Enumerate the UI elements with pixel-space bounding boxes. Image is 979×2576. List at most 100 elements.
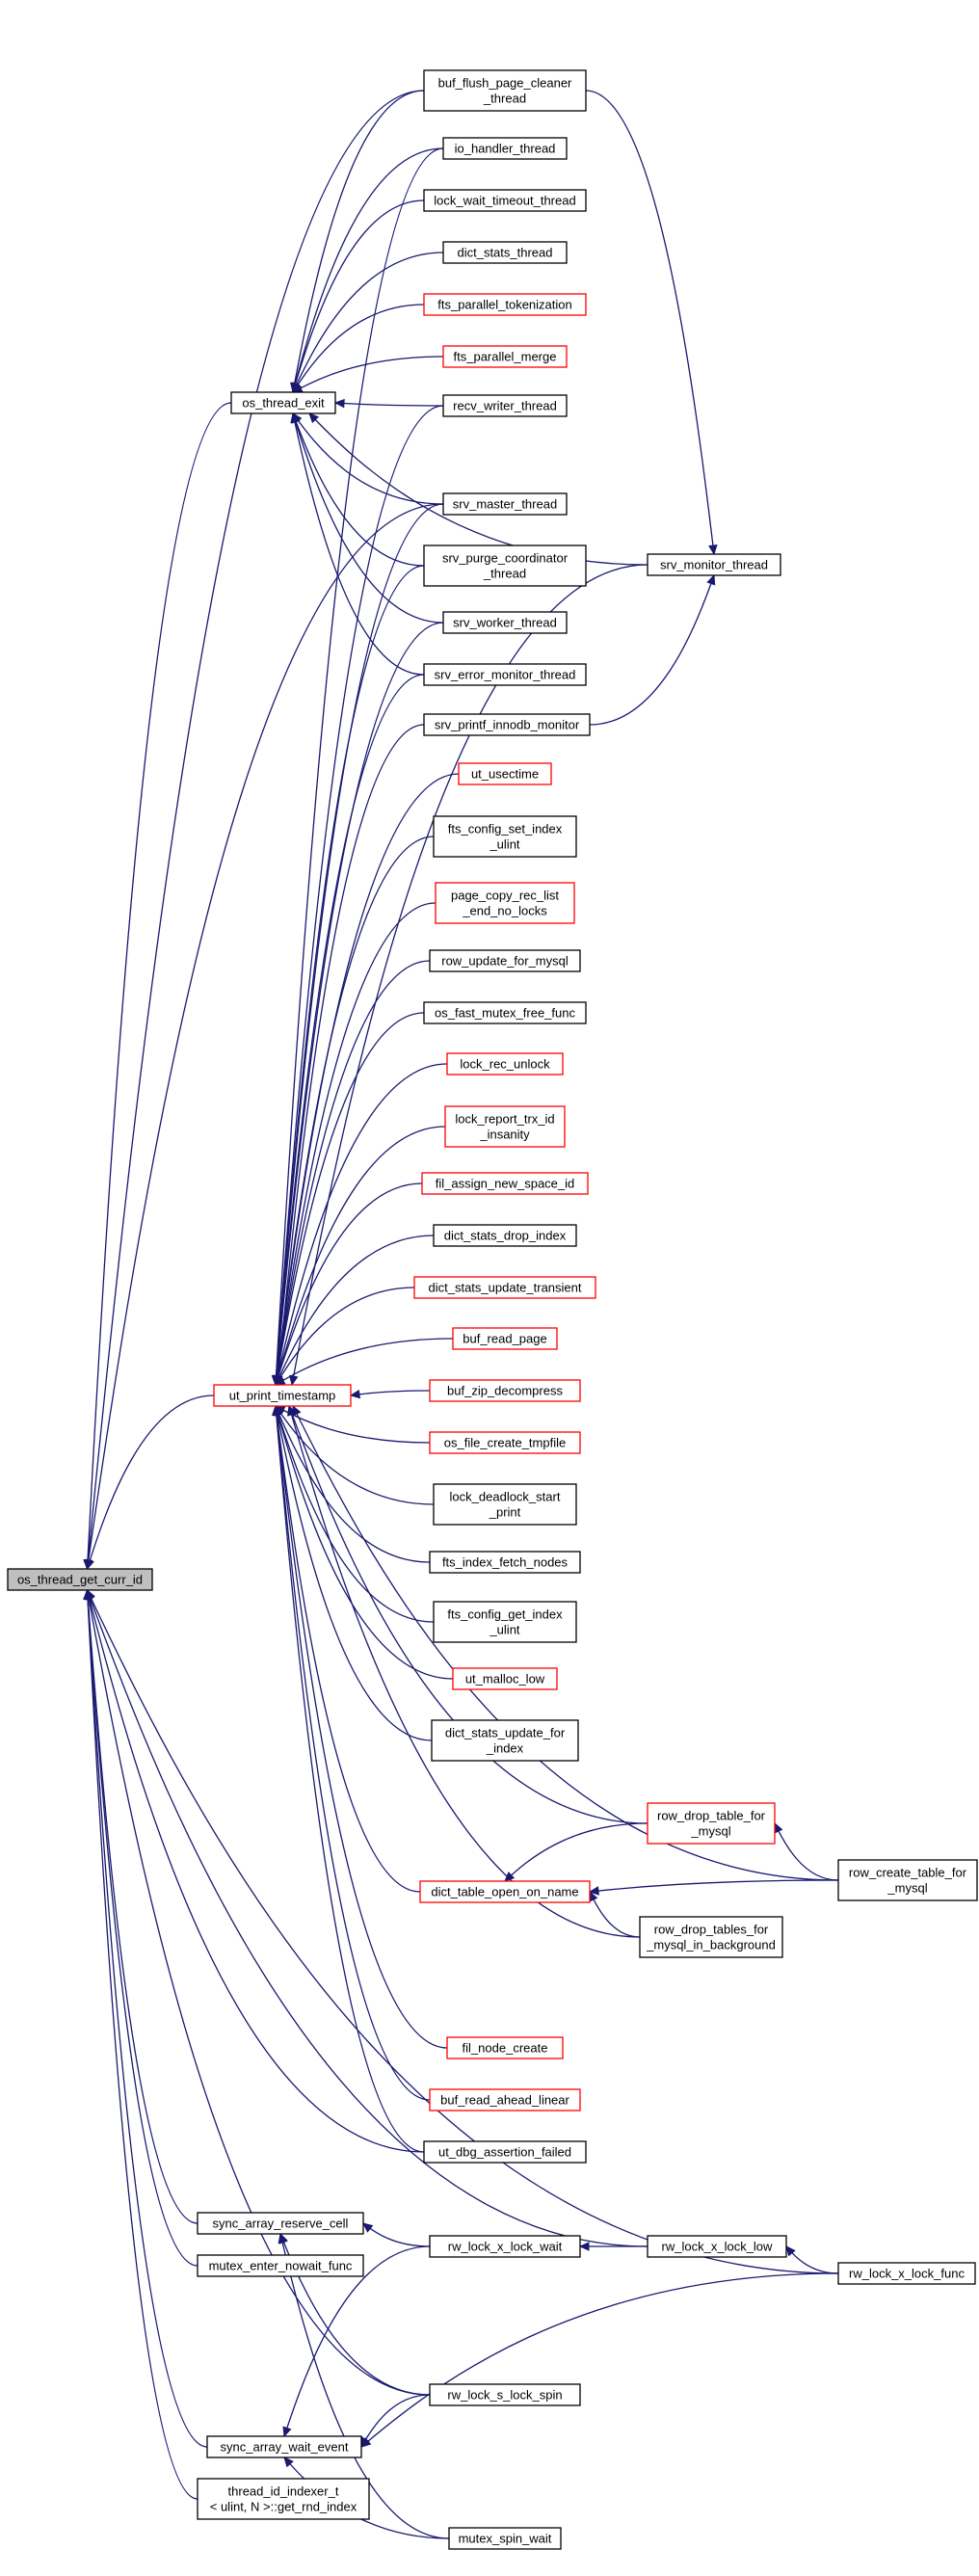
node-box: [429, 1551, 581, 1574]
arrowhead-rwxl-to-rwxw: [578, 2242, 590, 2251]
node-label: _mysql: [690, 1824, 730, 1839]
arrowhead-bzd-to-upt: [349, 1389, 361, 1399]
node-dton[interactable]: dict_table_open_on_name: [419, 1880, 591, 1903]
node-rwt[interactable]: recv_writer_thread: [442, 394, 568, 417]
node-pcrl[interactable]: page_copy_rec_list_end_no_locks: [435, 882, 575, 924]
node-box: [230, 391, 336, 414]
node-ldsp[interactable]: lock_deadlock_start_print: [433, 1483, 577, 1526]
node-dsut[interactable]: dict_stats_update_transient: [413, 1276, 596, 1299]
edge-lwt-to-exit: [292, 199, 425, 393]
node-lru[interactable]: lock_rec_unlock: [446, 1052, 564, 1076]
node-udaf[interactable]: ut_dbg_assertion_failed: [423, 2140, 587, 2164]
node-rwss[interactable]: rw_lock_s_lock_spin: [429, 2383, 581, 2406]
node-box: [444, 1105, 566, 1148]
node-fans[interactable]: fil_assign_new_space_id: [421, 1172, 589, 1195]
arrowhead-smt-to-root: [84, 1558, 93, 1571]
node-smon[interactable]: srv_monitor_thread: [647, 553, 781, 576]
node-label: ut_usectime: [471, 767, 539, 782]
node-smt[interactable]: srv_master_thread: [442, 492, 568, 516]
node-label: sync_array_reserve_cell: [213, 2217, 349, 2231]
node-rufm[interactable]: row_update_for_mysql: [429, 949, 581, 972]
node-box: [433, 1224, 577, 1247]
node-label: dict_table_open_on_name: [431, 1885, 578, 1899]
edge-fnc-to-upt: [275, 1405, 448, 2049]
node-semt[interactable]: srv_error_monitor_thread: [423, 663, 587, 686]
node-uml[interactable]: ut_malloc_low: [452, 1667, 558, 1690]
node-bzd[interactable]: buf_zip_decompress: [429, 1379, 581, 1402]
node-root[interactable]: os_thread_get_curr_id: [7, 1568, 153, 1591]
node-menf[interactable]: mutex_enter_nowait_func: [197, 2254, 364, 2277]
node-label: buf_read_ahead_linear: [440, 2093, 569, 2108]
node-box: [419, 1880, 591, 1903]
node-label: lock_wait_timeout_thread: [434, 194, 575, 208]
node-box: [421, 1172, 589, 1195]
edge-pcrl-to-upt: [275, 902, 437, 1386]
node-box: [433, 815, 577, 858]
node-label: rw_lock_s_lock_spin: [447, 2388, 562, 2403]
node-ofct[interactable]: os_file_create_tmpfile: [429, 1431, 581, 1454]
node-label: fts_parallel_merge: [454, 350, 557, 364]
node-upt[interactable]: ut_print_timestamp: [213, 1384, 352, 1407]
node-lrti[interactable]: lock_report_trx_id_insanity: [444, 1105, 566, 1148]
node-bral[interactable]: buf_read_ahead_linear: [429, 2088, 581, 2111]
node-rwxl[interactable]: rw_lock_x_lock_low: [647, 2235, 787, 2258]
node-label: thread_id_indexer_t: [228, 2484, 339, 2499]
node-label: srv_monitor_thread: [660, 558, 768, 572]
node-label: row_drop_table_for: [657, 1809, 766, 1823]
node-msw[interactable]: mutex_spin_wait: [448, 2527, 562, 2550]
edge-brp-to-upt: [275, 1338, 454, 1386]
node-bfpc[interactable]: buf_flush_page_cleaner_thread: [423, 69, 587, 112]
edge-lru-to-upt: [275, 1063, 448, 1386]
node-label: os_thread_get_curr_id: [17, 1573, 143, 1587]
node-dst[interactable]: dict_stats_thread: [442, 241, 568, 264]
node-uus[interactable]: ut_usectime: [458, 762, 552, 785]
node-box: [429, 949, 581, 972]
node-swt[interactable]: srv_worker_thread: [442, 611, 568, 634]
node-label: rw_lock_x_lock_low: [662, 2240, 773, 2254]
node-tidx[interactable]: thread_id_indexer_t< ulint, N >::get_rnd…: [197, 2478, 370, 2520]
edge-ioh-to-upt: [275, 147, 444, 1386]
node-sawe[interactable]: sync_array_wait_event: [206, 2435, 362, 2458]
node-box: [7, 1568, 153, 1591]
node-fnc[interactable]: fil_node_create: [446, 2036, 564, 2059]
node-box: [442, 345, 568, 368]
node-box: [442, 137, 568, 160]
node-spim[interactable]: srv_printf_innodb_monitor: [423, 713, 591, 736]
node-box: [423, 544, 587, 587]
edge-smt-to-root: [86, 503, 444, 1570]
edge-rwxf-to-sawe: [360, 2272, 839, 2448]
node-box: [433, 1483, 577, 1526]
edge-rctf-to-upt: [292, 1405, 839, 1881]
node-ofmf[interactable]: os_fast_mutex_free_func: [423, 1001, 587, 1024]
node-fcsi[interactable]: fts_config_set_index_ulint: [433, 815, 577, 858]
node-rdtb[interactable]: row_drop_tables_for_mysql_in_background: [639, 1916, 783, 1958]
arrowhead-msw-to-sawe: [283, 2456, 294, 2468]
node-exit[interactable]: os_thread_exit: [230, 391, 336, 414]
node-fifn[interactable]: fts_index_fetch_nodes: [429, 1551, 581, 1574]
node-dsdi[interactable]: dict_stats_drop_index: [433, 1224, 577, 1247]
node-fcgi[interactable]: fts_config_get_index_ulint: [433, 1601, 577, 1643]
node-brp[interactable]: buf_read_page: [452, 1327, 558, 1350]
node-lwt[interactable]: lock_wait_timeout_thread: [423, 189, 587, 212]
node-rctf[interactable]: row_create_table_for_mysql: [837, 1859, 978, 1901]
node-box: [423, 189, 587, 212]
node-label: row_drop_tables_for: [654, 1923, 769, 1937]
node-fpm[interactable]: fts_parallel_merge: [442, 345, 568, 368]
node-spc[interactable]: srv_purge_coordinator_thread: [423, 544, 587, 587]
arrowhead-rwxf-to-rwxl: [785, 2245, 796, 2257]
edge-semt-to-upt: [275, 674, 425, 1386]
node-box: [423, 663, 587, 686]
node-rwxf[interactable]: rw_lock_x_lock_func: [837, 2262, 976, 2285]
node-label: lock_deadlock_start: [450, 1490, 561, 1504]
node-fpt[interactable]: fts_parallel_tokenization: [423, 293, 587, 316]
node-box: [452, 1327, 558, 1350]
node-dsuf[interactable]: dict_stats_update_for_index: [431, 1719, 579, 1762]
node-label: buf_zip_decompress: [447, 1384, 563, 1398]
node-rdtf[interactable]: row_drop_table_for_mysql: [647, 1802, 776, 1845]
node-box: [423, 293, 587, 316]
node-rwxw[interactable]: rw_lock_x_lock_wait: [429, 2235, 581, 2258]
node-ioh[interactable]: io_handler_thread: [442, 137, 568, 160]
node-box: [448, 2527, 562, 2550]
node-label: os_fast_mutex_free_func: [435, 1006, 575, 1021]
node-sarc[interactable]: sync_array_reserve_cell: [197, 2212, 364, 2235]
